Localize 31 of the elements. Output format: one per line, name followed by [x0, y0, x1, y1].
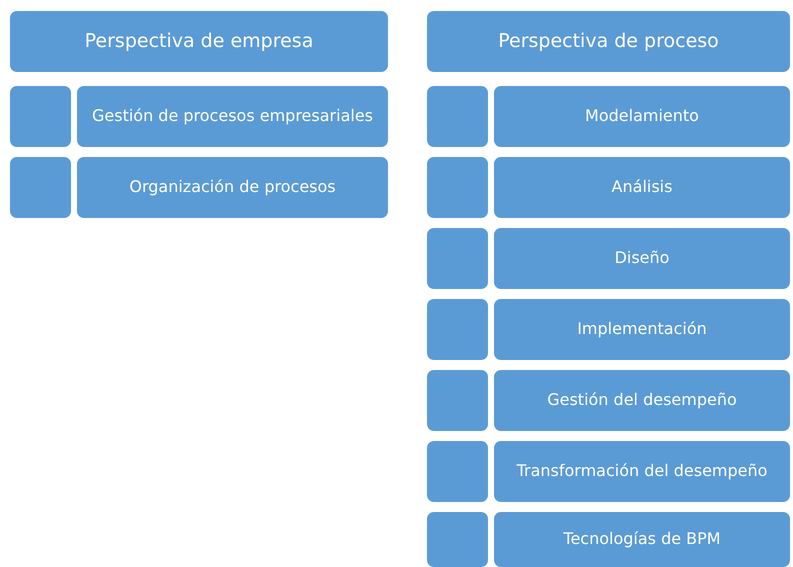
item-text: Gestión del desempeño: [547, 389, 737, 412]
item-text: Modelamiento: [585, 105, 699, 128]
item-text: Organización de procesos: [129, 176, 336, 198]
header-text: Perspectiva de proceso: [498, 29, 719, 54]
empty-square: [427, 441, 488, 502]
empty-square: [427, 86, 488, 147]
empty-square: [427, 228, 488, 289]
item-bar: [77, 86, 388, 147]
item-bar: [494, 512, 790, 567]
empty-square: [427, 370, 488, 431]
item-text: Transformación del desempeño: [516, 460, 768, 482]
item-text: Análisis: [612, 176, 672, 198]
item-bar: [494, 157, 790, 218]
empty-square: [10, 157, 71, 218]
item-bar: [494, 299, 790, 360]
item-text: Tecnologías de BPM: [563, 528, 721, 550]
empty-square: [10, 86, 71, 147]
empty-square: [427, 299, 488, 360]
header-bar: [10, 11, 388, 72]
item-bar: [77, 157, 388, 218]
item-text: Diseño: [614, 247, 670, 270]
empty-square: [427, 157, 488, 218]
item-bar: [494, 86, 790, 147]
item-bar: [494, 370, 790, 431]
item-bar: [494, 441, 790, 502]
item-text: Implementación: [577, 318, 707, 340]
item-bar: [494, 228, 790, 289]
item-text: Gestión de procesos empresariales: [92, 105, 373, 128]
header-text: Perspectiva de empresa: [84, 29, 314, 54]
header-bar: [427, 11, 790, 72]
empty-square: [427, 512, 488, 567]
